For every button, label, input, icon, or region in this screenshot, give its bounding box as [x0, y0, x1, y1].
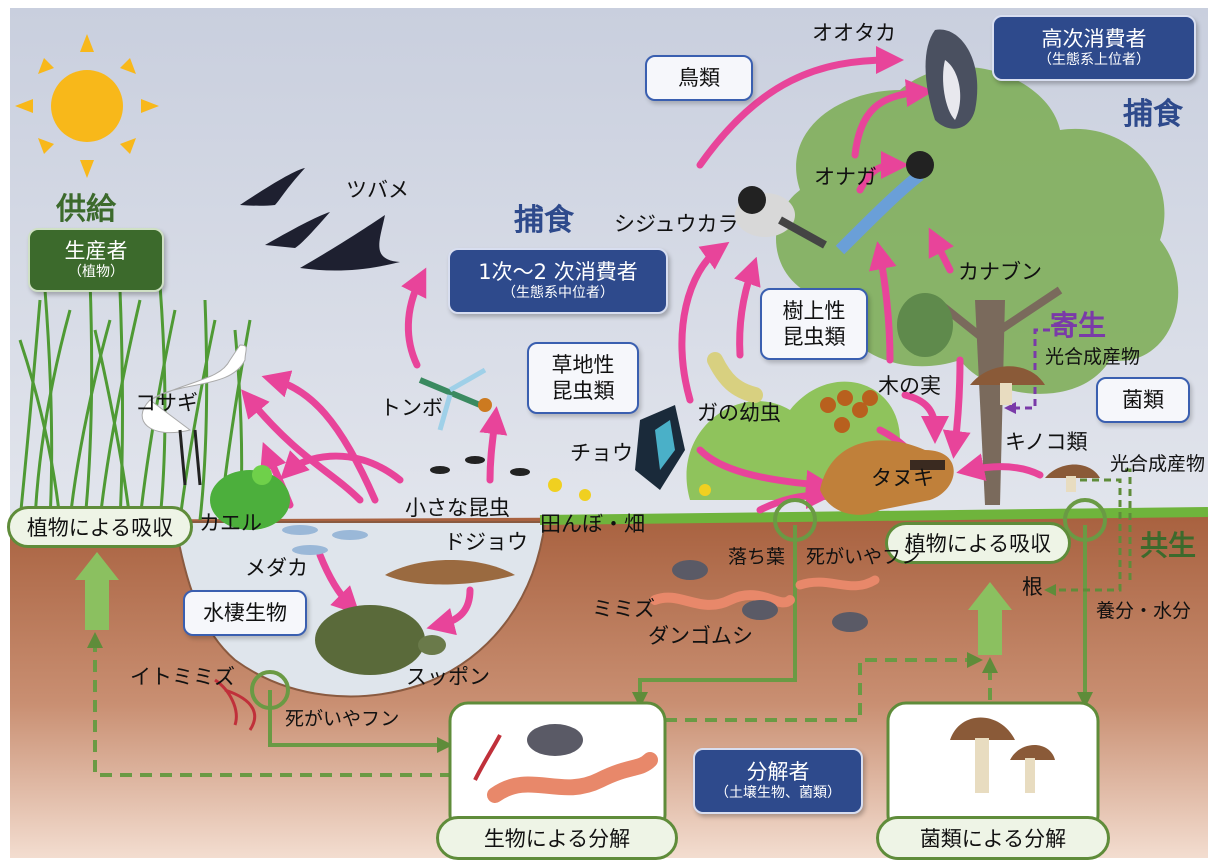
aquatic-box: 水棲生物 [183, 590, 307, 636]
medaka-label: メダカ [245, 556, 308, 580]
mid-consumers-title: 1次～2 次消費者 [478, 260, 638, 285]
tree-insects-line1: 樹上性 [782, 298, 846, 323]
birds-box: 鳥類 [645, 55, 753, 101]
dragonfly-icon [418, 367, 492, 431]
predation-label-mid: 捕食 [514, 203, 574, 238]
carcass-right-label: 死がいやフン [806, 546, 921, 568]
loach-label: ドジョウ [444, 530, 528, 554]
butterfly-icon [635, 405, 685, 490]
tit-label: シジュウカラ [614, 212, 739, 236]
ground-grass [539, 507, 1209, 525]
tit-icon [735, 186, 827, 249]
grassland-insects-line2: 昆虫類 [551, 379, 615, 403]
turtle-label: スッポン [406, 665, 490, 689]
decomposers-title: 分解者 [746, 760, 810, 785]
tree-insects-line2: 昆虫類 [782, 325, 846, 349]
goshawk-label: オオタカ [812, 21, 896, 45]
earthworm-label: ミミズ [592, 597, 655, 621]
caterpillar-icon [707, 352, 763, 403]
nut-icon [820, 390, 878, 433]
egret-icon [141, 344, 247, 486]
swallow-icon [240, 168, 400, 271]
mid-consumers-box: 1次～2 次消費者 （生態系中位者） [448, 248, 668, 314]
parasitism-arrow [1004, 328, 1050, 414]
flowers-icon [548, 478, 711, 501]
fungal-decomposition-pill: 菌類による分解 [876, 816, 1110, 860]
frog-icon [210, 465, 290, 530]
supply-label: 供給 [56, 192, 116, 227]
turtle-icon [315, 605, 446, 675]
grassland-insects-box: 草地性 昆虫類 [527, 342, 639, 414]
magpie-label: オナガ [814, 165, 877, 189]
bio-decomposition-pill: 生物による分解 [436, 816, 678, 860]
tubifex-icon [214, 678, 257, 731]
egret-label: コサギ [135, 391, 198, 415]
pillbug-label: ダンゴムシ [648, 624, 753, 648]
decomposers-subtitle: （土壌生物、菌類） [715, 785, 841, 802]
nutrient-arrows [87, 525, 1093, 777]
beetle-label: カナブン [958, 260, 1042, 284]
decomposers-box: 分解者 （土壌生物、菌類） [693, 748, 863, 814]
photosynthate-label-1: 光合成産物 [1045, 346, 1141, 368]
tree-insects-box: 樹上性 昆虫類 [760, 288, 868, 360]
carcass-left-label: 死がいやフン [285, 708, 400, 730]
photosynthate-label-2: 光合成産物 [1110, 453, 1206, 475]
medaka-icon [282, 525, 368, 555]
grassland-insects-line1: 草地性 [551, 352, 615, 377]
producers-title: 生産者 [64, 239, 128, 264]
producers-box: 生産者 （植物） [28, 228, 164, 292]
predation-arrows [241, 46, 1044, 636]
plant-absorption-right: 植物による吸収 [885, 522, 1071, 564]
mushroom-icon [970, 366, 1100, 492]
frog-label: カエル [199, 511, 262, 535]
decomposer-panels [448, 701, 1100, 835]
plant-absorption-left: 植物による吸収 [7, 506, 193, 548]
butterfly-label: チョウ [570, 441, 633, 465]
sun-icon [15, 34, 159, 178]
dragonfly-label: トンボ [380, 396, 443, 420]
symbiosis-arrows [1044, 468, 1132, 596]
fallen-leaves-label: 落ち葉 [728, 546, 786, 568]
swallow-label: ツバメ [346, 178, 409, 202]
magpie-icon [835, 151, 934, 255]
pillbug-icon [672, 560, 868, 632]
producers-subtitle: （植物） [68, 264, 124, 281]
mid-consumers-subtitle: （生態系中位者） [502, 285, 614, 302]
cycle-rings [250, 498, 1107, 710]
fungi-box: 菌類 [1096, 377, 1190, 423]
uptake-arrows [75, 552, 1012, 655]
tanuki-label: タヌキ [871, 466, 934, 490]
predation-label-top: 捕食 [1123, 97, 1183, 132]
beetle-icon [897, 293, 953, 357]
loach-icon [385, 560, 515, 585]
earthworm-icon [650, 575, 880, 610]
symbiosis-label: 共生 [1140, 529, 1197, 562]
nutrients-label: 養分・水分 [1096, 600, 1192, 622]
nut-label: 木の実 [878, 374, 941, 398]
tanuki-icon [820, 440, 954, 515]
goshawk-icon [925, 29, 978, 129]
top-consumers-subtitle: （生態系上位者） [1038, 52, 1150, 69]
grass-insects-icon [430, 456, 530, 476]
top-consumers-title: 高次消費者 [1041, 27, 1147, 52]
field-label: 田んぼ・畑 [540, 512, 645, 536]
small-insects-label: 小さな昆虫 [405, 496, 510, 520]
caterpillar-label: ガの幼虫 [697, 401, 781, 425]
mushroom-label: キノコ類 [1005, 430, 1088, 454]
root-label: 根 [1022, 575, 1043, 599]
top-consumers-box: 高次消費者 （生態系上位者） [992, 15, 1196, 81]
parasitism-label: 寄生 [1050, 309, 1107, 342]
tubifex-label: イトミミズ [130, 665, 235, 689]
